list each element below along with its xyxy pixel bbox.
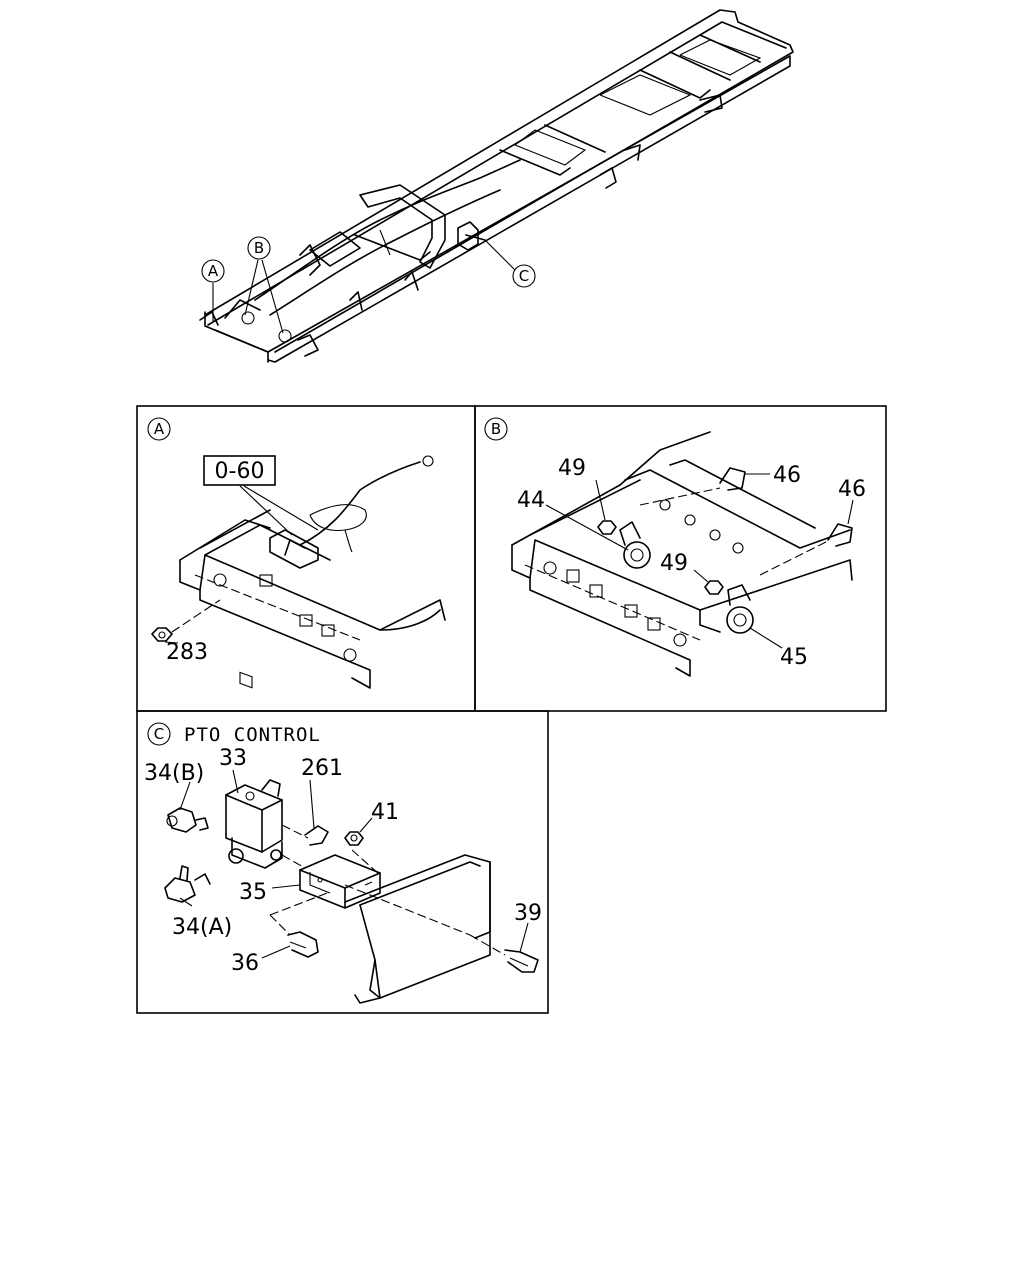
label-49-top: 49 xyxy=(558,456,586,481)
panel-b-marker: B xyxy=(491,420,501,438)
label-46-right: 46 xyxy=(838,477,866,502)
detail-box-c xyxy=(136,710,549,1014)
panel-c-marker: C xyxy=(154,725,164,743)
label-34b: 34(B) xyxy=(144,761,204,786)
label-283: 283 xyxy=(166,640,208,665)
panel-a-marker: A xyxy=(154,420,165,438)
callout-c: C xyxy=(519,267,529,285)
callout-b: B xyxy=(254,239,264,257)
label-39: 39 xyxy=(514,901,542,926)
label-45: 45 xyxy=(780,645,808,670)
overview-callouts: A B C xyxy=(201,236,536,334)
label-41: 41 xyxy=(371,800,399,825)
panel-c: C PTO CONTROL xyxy=(144,722,542,1004)
chassis-frame-overview xyxy=(199,9,794,363)
panel-c-title: PTO CONTROL xyxy=(184,724,321,746)
label-261: 261 xyxy=(301,756,343,781)
label-44: 44 xyxy=(517,488,545,513)
panel-b: B xyxy=(484,417,866,677)
callout-a: A xyxy=(208,262,219,280)
ref-box-0-60 xyxy=(203,455,276,486)
label-36: 36 xyxy=(231,951,259,976)
ref-box-label: 0-60 xyxy=(215,459,265,484)
detail-box-a xyxy=(136,405,476,712)
label-49-mid: 49 xyxy=(660,551,688,576)
label-34a: 34(A) xyxy=(172,915,232,940)
label-35: 35 xyxy=(239,880,267,905)
detail-box-b xyxy=(474,405,887,712)
label-46-left: 46 xyxy=(773,463,801,488)
label-33: 33 xyxy=(219,746,247,771)
panel-a: A 0-60 283 xyxy=(147,417,446,689)
